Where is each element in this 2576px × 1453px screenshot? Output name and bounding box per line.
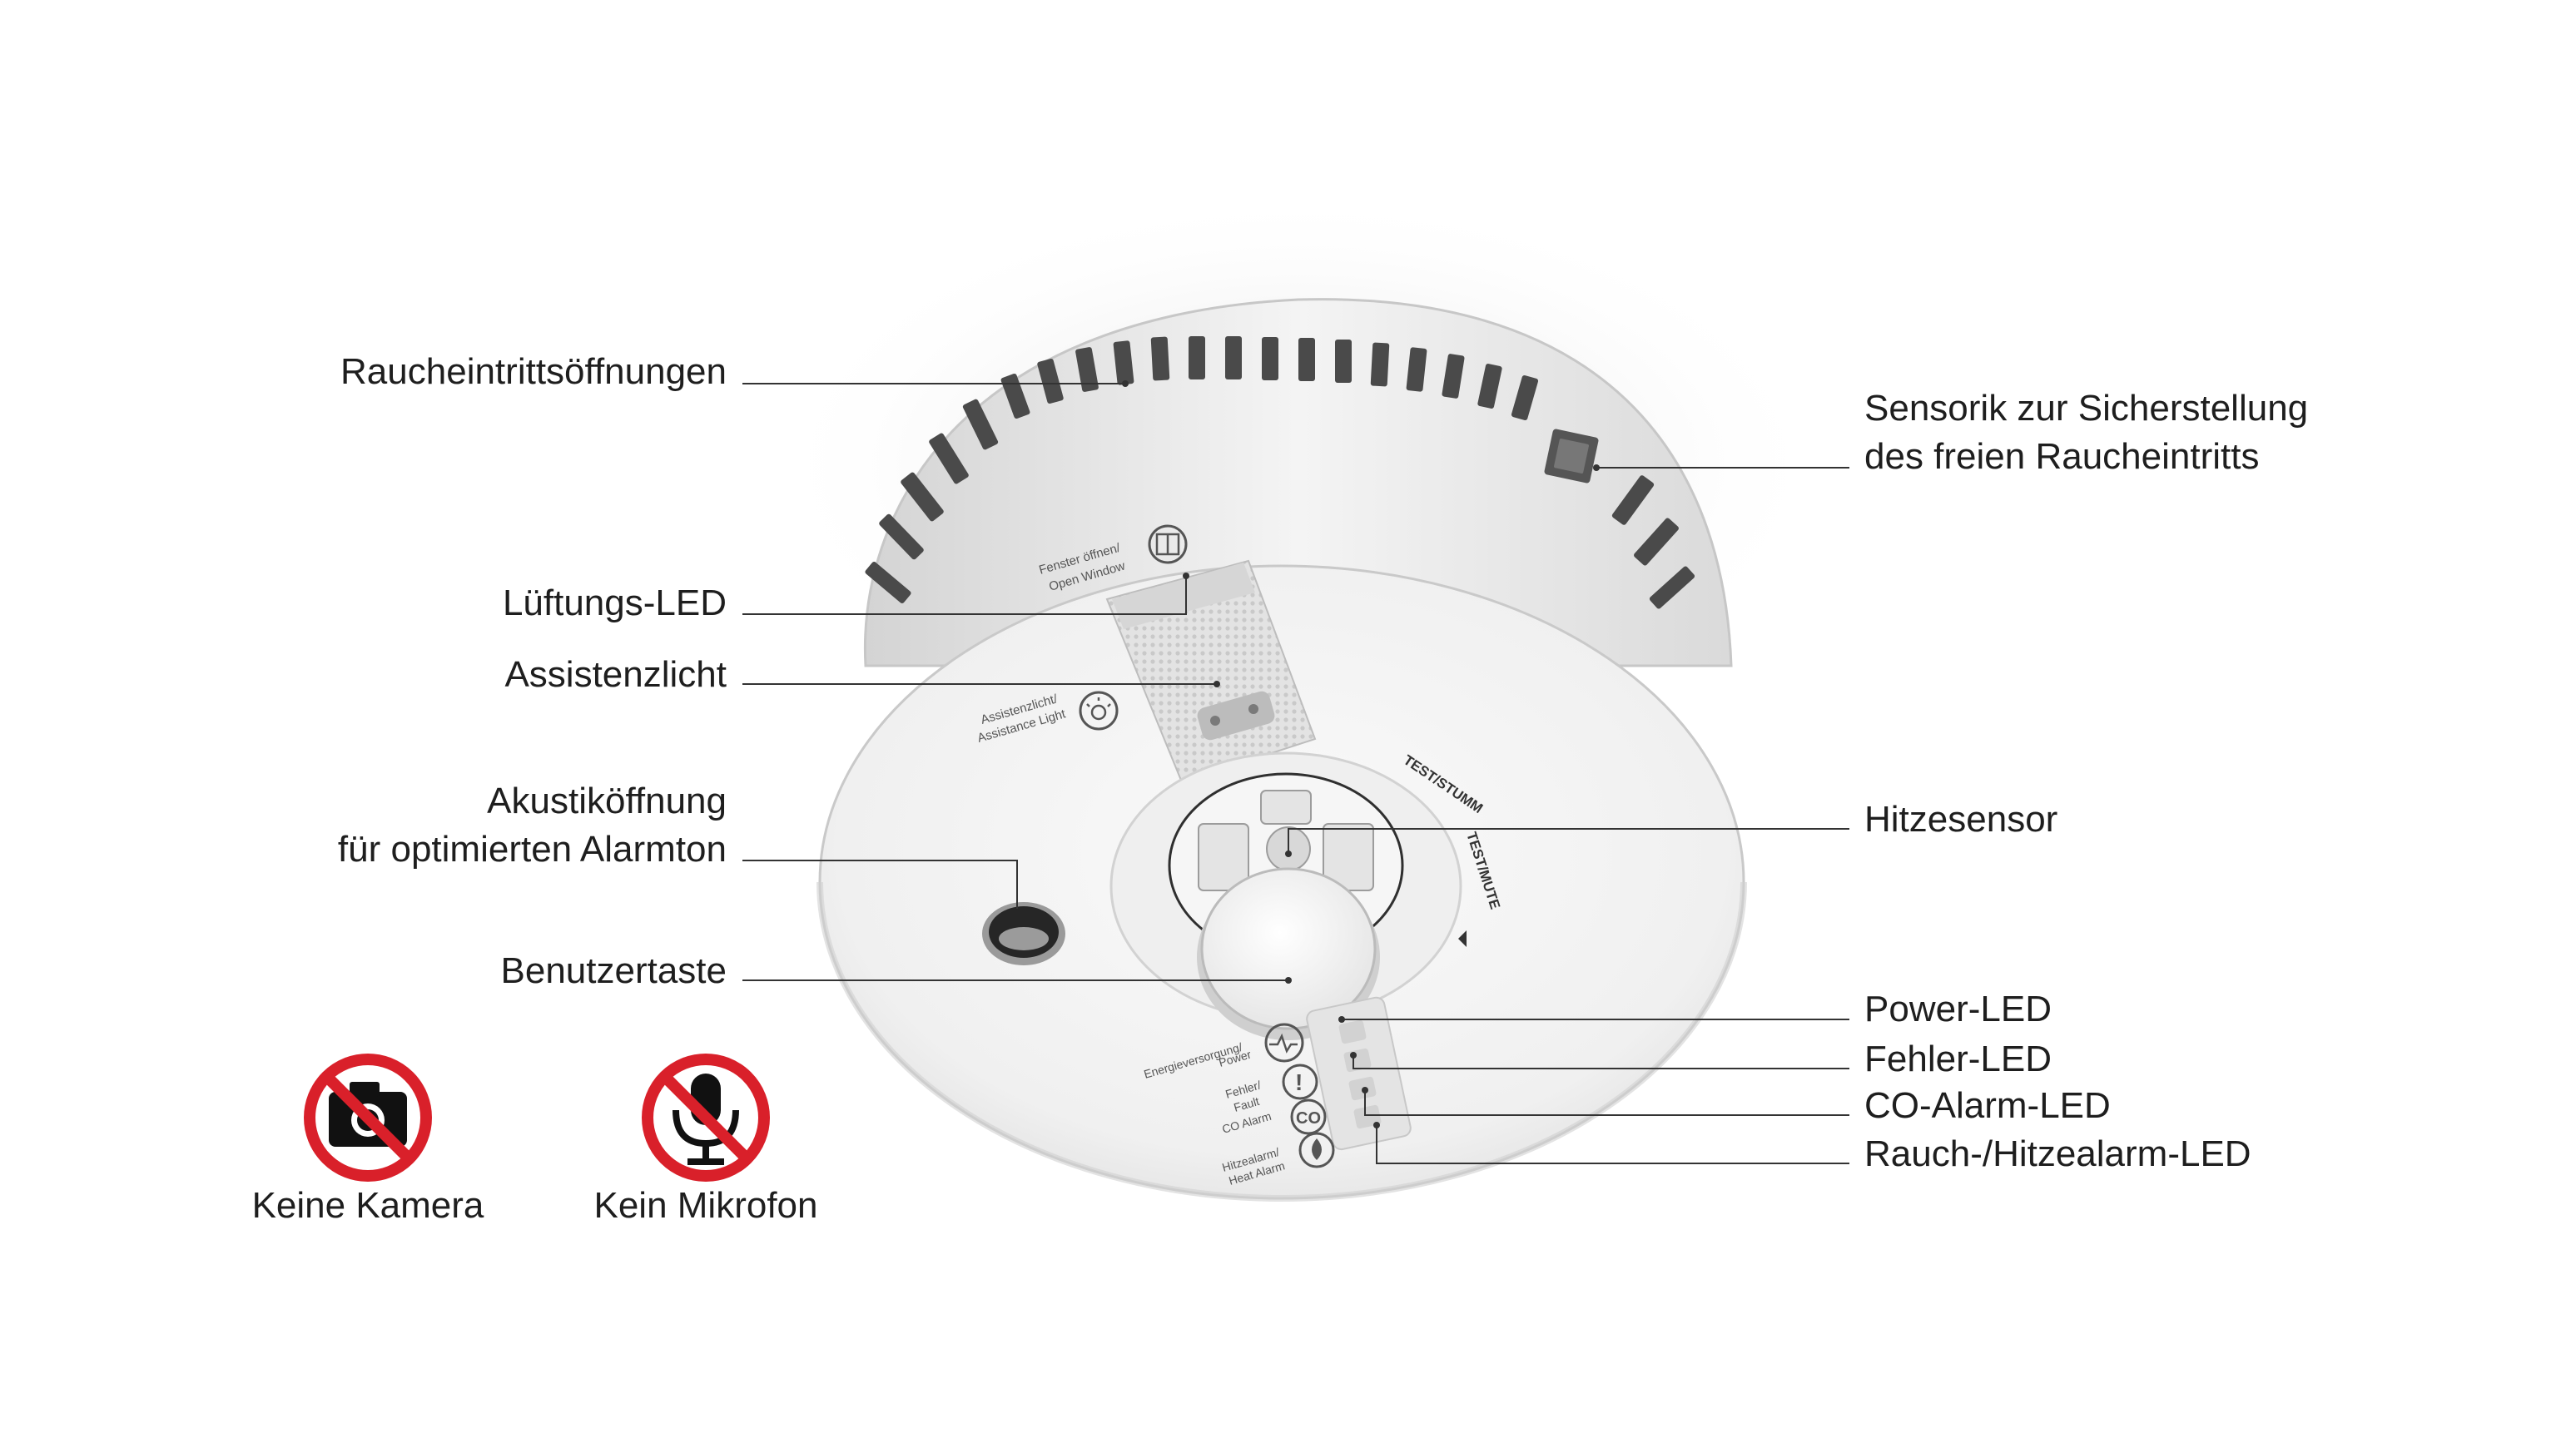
leader-fault-led [1353,1055,1849,1069]
smoke-inlet-vents [865,336,1695,609]
label-acoustic-opening-line1: Akustiköffnung [487,781,727,821]
no-camera-icon [304,1054,432,1182]
badge-no-camera-label: Keine Kamera [251,1185,484,1226]
label-smoke-heat-alarm-led: Rauch-/Hitzealarm-LED [1864,1130,2251,1178]
status-led-strip [1306,996,1412,1151]
label-heat-sensor-text: Hitzesensor [1864,799,2058,840]
sensor-window [1544,429,1599,484]
assistance-light-icon [1079,691,1119,731]
fault-badge: ! [1295,1069,1303,1095]
leader-smoke-heat-led [1376,1125,1849,1164]
label-power-led-text: Power-LED [1864,989,2052,1029]
co-badge: CO [1296,1109,1321,1128]
speaker-mute-icon [1458,930,1467,947]
label-acoustic-opening-line2: für optimierten Alarmton [337,829,727,870]
label-assistance-light-text: Assistenzlicht [504,654,727,695]
label-co-alarm-led-text: CO-Alarm-LED [1864,1085,2111,1126]
detector-housing [863,298,1733,667]
user-button[interactable] [1197,867,1380,1040]
label-fault-led: Fehler-LED [1864,1035,2052,1084]
label-smoke-inlet-text: Raucheintrittsöffnungen [340,351,727,392]
open-window-icon [1148,524,1188,564]
leader-acoustic-opening [742,860,1018,909]
label-smoke-heat-alarm-led-text: Rauch-/Hitzealarm-LED [1864,1133,2251,1174]
leader-co-alarm-led [1364,1090,1849,1116]
co-icon: CO [1290,1098,1327,1135]
no-microphone-icon [642,1054,770,1182]
label-user-button: Benutzertaste [501,947,727,995]
assistance-light-panel [1105,559,1317,784]
leader-ventilation-led [742,576,1187,615]
label-co-alarm-led: CO-Alarm-LED [1864,1082,2111,1130]
label-acoustic-opening: Akustiköffnung für optimierten Alarmton [338,777,727,874]
leader-lines [742,383,1849,1164]
label-ventilation-led-text: Lüftungs-LED [502,583,727,623]
power-icon [1264,1023,1304,1063]
label-heat-sensor: Hitzesensor [1864,796,2057,844]
leader-heat-sensor [1288,828,1849,854]
fault-icon: ! [1282,1064,1318,1100]
label-user-button-text: Benutzertaste [500,950,727,991]
label-sensor-check-line2: des freien Raucheintritts [1864,436,2260,477]
label-power-led: Power-LED [1864,985,2052,1034]
label-smoke-inlet: Raucheintrittsöffnungen [340,348,727,396]
center-assembly [1109,751,1462,1040]
label-ventilation-led: Lüftungs-LED [503,579,727,627]
heat-sensor [1198,790,1374,891]
label-sensor-check: Sensorik zur Sicherstellung des freien R… [1864,384,2308,481]
heat-alarm-icon [1298,1132,1335,1168]
acoustic-opening [982,902,1065,965]
label-sensor-check-line1: Sensorik zur Sicherstellung [1864,388,2309,429]
label-fault-led-text: Fehler-LED [1864,1039,2052,1079]
badge-no-microphone-label: Kein Mikrofon [593,1185,818,1226]
label-assistance-light: Assistenzlicht [504,651,727,699]
